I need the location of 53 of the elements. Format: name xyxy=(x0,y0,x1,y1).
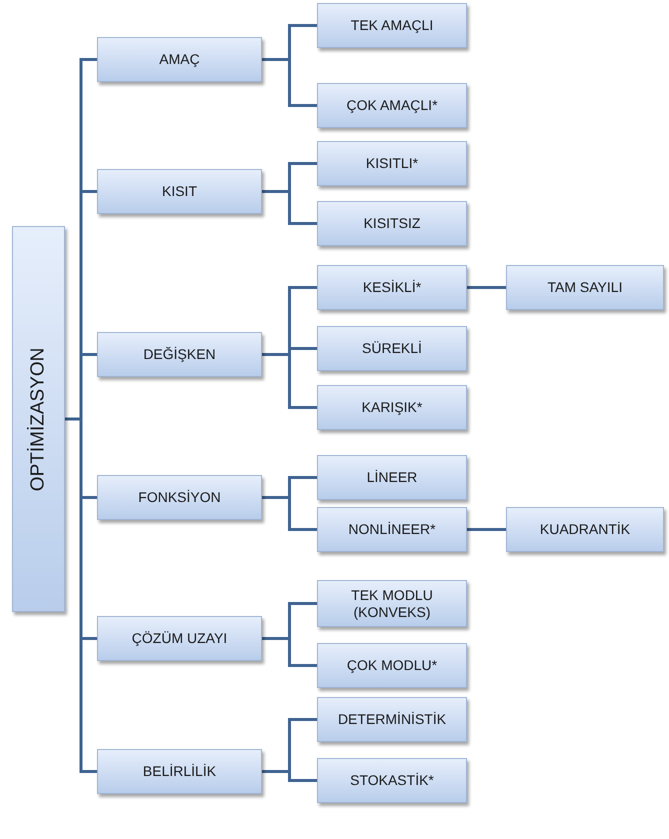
connector-line xyxy=(262,496,317,531)
category-box xyxy=(506,265,664,310)
box-label: ÇÖZÜM UZAYI xyxy=(132,630,228,647)
category-box xyxy=(317,697,467,742)
box-label: NONLİNEER* xyxy=(348,521,436,538)
box-label: KARIŞIK* xyxy=(362,399,422,416)
root-label: OPTİMİZASYON xyxy=(27,347,50,491)
category-box xyxy=(317,758,467,803)
box-label: AMAÇ xyxy=(159,51,200,68)
category-box xyxy=(97,475,262,520)
connector-line xyxy=(262,353,317,409)
category-box xyxy=(97,616,262,661)
connector-line xyxy=(65,418,97,773)
box-label: KESİKLİ* xyxy=(362,279,422,296)
box-label: FONKSİYON xyxy=(138,489,221,506)
connector-line xyxy=(262,770,317,782)
category-box xyxy=(97,37,262,82)
category-box xyxy=(317,141,467,186)
box-label: KISITLI* xyxy=(366,155,418,172)
connector-line xyxy=(262,637,317,667)
connector-line xyxy=(262,58,317,107)
category-box xyxy=(317,507,467,552)
category-box xyxy=(317,580,467,627)
box-label: TAM SAYILI xyxy=(548,279,622,296)
category-box xyxy=(506,507,664,552)
category-box xyxy=(317,83,467,128)
category-box xyxy=(97,332,262,377)
box-label: STOKASTİK* xyxy=(350,772,434,789)
box-label: DETERMİNİSTİK xyxy=(338,711,446,728)
category-box xyxy=(317,326,467,371)
category-box xyxy=(97,749,262,794)
box-label: ÇOK MODLU* xyxy=(346,657,438,674)
box-label: DEĞİŞKEN xyxy=(143,346,216,363)
category-box xyxy=(317,3,467,48)
connector-line xyxy=(262,190,317,225)
box-label: ÇOK AMAÇLI* xyxy=(346,97,438,114)
box-label: BELİRLİLİK xyxy=(142,763,216,780)
box-label: LİNEER xyxy=(366,469,418,486)
root-box xyxy=(12,226,65,612)
connector-line xyxy=(467,528,506,531)
box-label: KUADRANTİK xyxy=(540,521,630,538)
box-label: TEK MODLU (KONVEKS) xyxy=(350,586,434,620)
box-label: SÜREKLİ xyxy=(362,340,422,357)
connector-line xyxy=(467,286,506,289)
category-box xyxy=(97,169,262,214)
box-label: KISITSIZ xyxy=(364,215,420,232)
box-label: KISIT xyxy=(162,183,197,200)
category-box xyxy=(317,385,467,430)
category-box xyxy=(317,643,467,688)
category-box xyxy=(317,455,467,500)
category-box xyxy=(317,265,467,310)
category-box xyxy=(317,201,467,246)
box-label: TEK AMAÇLI xyxy=(350,17,434,34)
